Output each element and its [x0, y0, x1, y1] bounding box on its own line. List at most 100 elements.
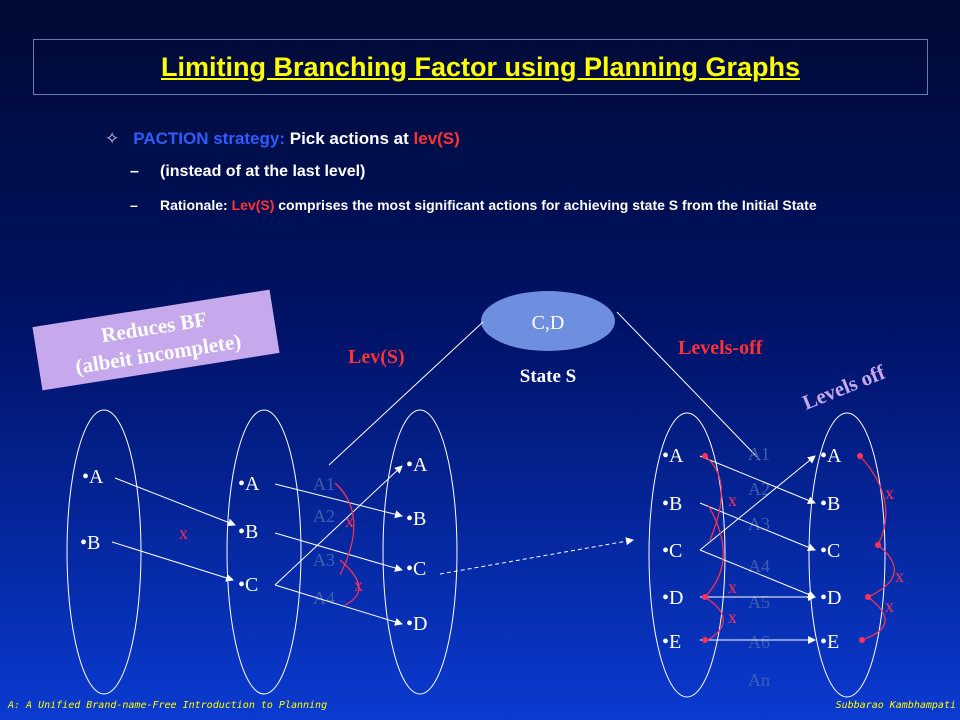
rationale-lev-term: Lev(S)	[231, 197, 275, 213]
dash-bullet-icon: –	[130, 197, 138, 213]
mutex-arc	[334, 482, 355, 576]
prop-label: •A	[820, 445, 842, 467]
state-to-levels-off-line	[616, 311, 761, 461]
state-s-label: C,D	[532, 312, 565, 334]
faded-action: An	[748, 670, 770, 690]
mutex-arc	[339, 559, 360, 606]
state-to-lev-s-line	[328, 321, 484, 466]
action-edge	[274, 584, 403, 626]
prop-label: •B	[820, 493, 840, 515]
level4-ellipse	[808, 412, 886, 698]
mutex-x: x	[885, 596, 894, 616]
mutex-arc	[867, 544, 895, 598]
mutex-x-marks: x x x x x x x x x	[179, 483, 904, 627]
mutex-arc	[859, 455, 887, 546]
action-edge	[274, 483, 403, 519]
mutex-dot	[859, 637, 865, 643]
faded-actions-right: A1 A2 A3 A4 A5 A6 An	[748, 444, 770, 690]
bullet-strategy: ✧PACTION strategy: Pick actions at lev(S…	[105, 129, 460, 149]
state-s-ellipse	[481, 291, 615, 351]
action-edge	[111, 541, 234, 582]
prop-label: •A	[238, 473, 260, 495]
slide-title: Limiting Branching Factor using Planning…	[160, 51, 801, 82]
mutex-arc	[704, 455, 722, 541]
mutex-x: x	[728, 607, 737, 627]
action-edge	[699, 502, 816, 552]
prop-label: •A	[406, 454, 428, 476]
faded-action: A1	[748, 444, 770, 464]
level2-props: •A •B •C •D	[406, 454, 428, 635]
prop-label: •B	[80, 532, 100, 554]
mutex-dot	[865, 594, 871, 600]
prop-label: •C	[820, 540, 840, 562]
title-box: Limiting Branching Factor using Planning…	[33, 39, 928, 95]
action-edge	[114, 477, 236, 527]
mutex-dot	[702, 453, 708, 459]
action-edge	[699, 455, 816, 551]
mutex-x: x	[885, 483, 894, 503]
level1-ellipse	[226, 409, 302, 695]
sub-bullet-2: –Rationale: Lev(S) comprises the most si…	[130, 196, 850, 214]
strategy-lev-term: lev(S)	[413, 129, 460, 148]
prop-label: •D	[662, 587, 683, 609]
mutex-x: x	[895, 566, 904, 586]
level0-ellipse	[66, 409, 142, 695]
prop-label: •B	[406, 508, 426, 530]
prop-label: •C	[662, 540, 682, 562]
footer-left: A: A Unified Brand-name-Free Introductio…	[8, 700, 328, 711]
action-edge	[274, 532, 403, 572]
mutex-arc	[704, 596, 724, 641]
prop-label: •A	[662, 445, 684, 467]
action-edge	[699, 549, 816, 599]
footer-right: Subbarao Kambhampati	[835, 700, 956, 711]
faded-action: A3	[313, 550, 335, 570]
mutex-x: x	[179, 523, 188, 543]
prop-label: •B	[238, 521, 258, 543]
state-s-caption: State S	[520, 366, 576, 387]
level0-props: •A •B	[80, 466, 104, 554]
mutex-x: x	[345, 511, 354, 531]
strategy-label: PACTION strategy:	[133, 129, 286, 148]
action-edge	[274, 465, 403, 586]
prop-label: •E	[662, 631, 681, 653]
prop-label: •C	[406, 558, 426, 580]
mutex-dot	[857, 453, 863, 459]
prop-label: •D	[820, 587, 841, 609]
level3-props: •A •B •C •D •E	[662, 445, 684, 653]
mutex-dots	[702, 453, 881, 643]
faded-action: A6	[748, 632, 770, 652]
edges-1-2	[274, 465, 403, 626]
level2-ellipse	[382, 409, 458, 695]
levels-off-rotated-label: Levels off	[799, 359, 889, 414]
prop-label: •C	[238, 574, 258, 596]
faded-action: A1	[313, 474, 335, 494]
mutex-dot	[875, 542, 881, 548]
sub-bullet-1-text: (instead of at the last level)	[160, 163, 366, 180]
mutex-arc	[704, 504, 724, 598]
prop-label: •D	[406, 613, 427, 635]
faded-action: A2	[748, 479, 770, 499]
mutex-x: x	[354, 575, 363, 595]
mutex-x: x	[728, 490, 737, 510]
level3-ellipse	[648, 412, 726, 698]
action-edge	[699, 455, 816, 505]
mutex-dot	[702, 637, 708, 643]
faded-actions-left: A1 A2 A3 A4	[313, 474, 335, 608]
level1-props: •A •B •C	[238, 473, 260, 596]
level4-props: •A •B •C •D •E	[820, 445, 842, 653]
rationale-suffix: comprises the most significant actions f…	[274, 197, 817, 213]
levels-off-label: Levels-off	[678, 337, 763, 359]
dashed-continuation-line	[439, 537, 634, 575]
faded-action: A4	[748, 556, 770, 576]
dash-bullet-icon: –	[130, 163, 139, 180]
prop-label: •B	[662, 493, 682, 515]
diamond-bullet-icon: ✧	[105, 129, 120, 148]
sub-bullet-1: – (instead of at the last level)	[130, 163, 366, 181]
faded-action: A5	[748, 592, 770, 612]
mutex-arcs	[334, 455, 895, 641]
lev-s-label: Lev(S)	[348, 346, 405, 368]
edges-0-1	[111, 477, 236, 582]
mutex-dot	[702, 594, 708, 600]
mutex-arc	[861, 596, 886, 641]
